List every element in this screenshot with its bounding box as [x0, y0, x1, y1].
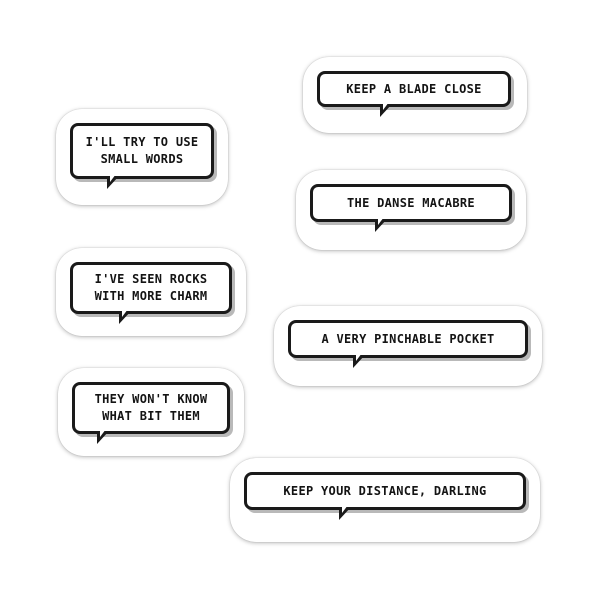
sticker-text: A VERY PINCHABLE POCKET — [321, 331, 495, 346]
speech-bubble: KEEP A BLADE CLOSE — [317, 71, 511, 117]
bubble-tail — [380, 102, 392, 117]
bubble-tail — [119, 309, 131, 324]
sticker-they-wont-know-what-bit-them[interactable]: THEY WON'T KNOW WHAT BIT THEM — [58, 368, 244, 456]
speech-bubble: A VERY PINCHABLE POCKET — [288, 320, 528, 368]
speech-bubble: THEY WON'T KNOW WHAT BIT THEM — [72, 382, 230, 444]
speech-bubble: I'VE SEEN ROCKS WITH MORE CHARM — [70, 262, 232, 324]
sticker-keep-your-distance-darling[interactable]: KEEP YOUR DISTANCE, DARLING — [230, 458, 540, 542]
bubble-tail — [97, 429, 109, 444]
sticker-a-very-pinchable-pocket[interactable]: A VERY PINCHABLE POCKET — [274, 306, 542, 386]
sticker-text: THEY WON'T KNOW WHAT BIT THEM — [94, 392, 208, 423]
sticker-the-danse-macabre[interactable]: THE DANSE MACABRE — [296, 170, 526, 250]
speech-bubble: I'LL TRY TO USE SMALL WORDS — [70, 123, 214, 189]
sticker-text: KEEP YOUR DISTANCE, DARLING — [283, 483, 487, 498]
sticker-ive-seen-rocks-with-more-charm[interactable]: I'VE SEEN ROCKS WITH MORE CHARM — [56, 248, 246, 336]
speech-bubble: THE DANSE MACABRE — [310, 184, 512, 232]
bubble-tail — [375, 217, 387, 232]
sticker-ill-try-to-use-small-words[interactable]: I'LL TRY TO USE SMALL WORDS — [56, 109, 228, 205]
sticker-text: I'LL TRY TO USE SMALL WORDS — [85, 135, 199, 166]
bubble-tail — [339, 505, 351, 520]
speech-bubble: KEEP YOUR DISTANCE, DARLING — [244, 472, 526, 520]
bubble-tail — [107, 174, 119, 189]
sticker-text: I'VE SEEN ROCKS WITH MORE CHARM — [94, 272, 208, 303]
sticker-text: THE DANSE MACABRE — [347, 195, 475, 210]
bubble-tail — [353, 353, 365, 368]
sticker-text: KEEP A BLADE CLOSE — [346, 81, 482, 96]
sticker-keep-a-blade-close[interactable]: KEEP A BLADE CLOSE — [303, 57, 527, 133]
